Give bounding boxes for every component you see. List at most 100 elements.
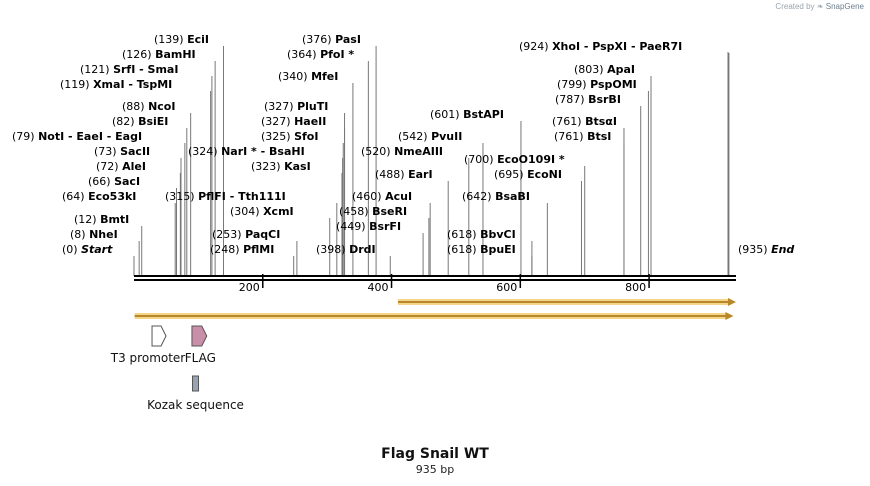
snapgene-logo-icon: ❧ (816, 2, 824, 11)
site-name: SacII (120, 145, 150, 158)
site-position: (488) (375, 168, 408, 181)
site-label-bamhi: (126) BamHI (122, 48, 196, 61)
site-label-sfoi: (325) SfoI (261, 130, 318, 143)
site-position: (126) (122, 48, 155, 61)
site-label-ncoi: (88) NcoI (122, 100, 175, 113)
site-label-xmai-tspmi: (119) XmaI - TspMI (60, 78, 172, 91)
feature-label-t3-promoter: T3 promoter (110, 351, 186, 365)
orf-arrowhead (725, 312, 734, 320)
site-position: (73) (94, 145, 120, 158)
site-name: BamHI (155, 48, 196, 61)
site-label-acui: (460) AcuI (352, 190, 412, 203)
feature-flag (191, 325, 208, 347)
site-name: Eco53kI (88, 190, 136, 203)
site-position: (325) (261, 130, 294, 143)
site-name: XcmI (263, 205, 294, 218)
site-name: MfeI (311, 70, 338, 83)
site-position: (324) (188, 145, 221, 158)
site-name: NotI - EaeI - EagI (38, 130, 142, 143)
map-title: Flag Snail WT (381, 446, 489, 462)
credit-prefix: Created by (775, 2, 815, 11)
site-position: (799) (557, 78, 590, 91)
site-label-bmti: (12) BmtI (74, 213, 129, 226)
site-position: (761) (554, 130, 587, 143)
site-label-bsrbi: (787) BsrBI (555, 93, 621, 106)
site-name: PvuII (431, 130, 462, 143)
site-label-noti-eaei-eagi: (79) NotI - EaeI - EagI (12, 130, 142, 143)
site-name: AleI (122, 160, 146, 173)
site-name: NcoI (148, 100, 175, 113)
site-label-kasi: (323) KasI (251, 160, 311, 173)
site-name: PflMI (243, 243, 274, 256)
site-position: (0) (62, 243, 81, 256)
site-label-nari-bsahi: (324) NarI * - BsaHI (188, 145, 305, 158)
site-position: (460) (352, 190, 385, 203)
feature-label-kozak-sequence: Kozak sequence (147, 398, 244, 412)
site-label-bbvci: (618) BbvCI (447, 228, 516, 241)
site-name: EciI (187, 33, 209, 46)
site-position: (248) (210, 243, 243, 256)
site-name: NarI * - BsaHI (221, 145, 305, 158)
site-name: BsrBI (588, 93, 621, 106)
site-name: SrfI - SmaI (113, 63, 178, 76)
snapgene-credit: Created by ❧ SnapGene (775, 2, 864, 11)
ruler-label-400: 400 (368, 281, 389, 294)
site-label-bsrfi: (449) BsrFI (336, 220, 401, 233)
site-name: NmeAIII (394, 145, 443, 158)
site-name: BpuEI (480, 243, 516, 256)
site-name: KasI (284, 160, 311, 173)
site-label-srfi-smai: (121) SrfI - SmaI (80, 63, 178, 76)
site-name: PflFI - Tth111I (198, 190, 286, 203)
site-label-bsabi: (642) BsaBI (462, 190, 530, 203)
site-position: (787) (555, 93, 588, 106)
site-position: (323) (251, 160, 284, 173)
site-position: (12) (74, 213, 100, 226)
site-position: (8) (70, 228, 89, 241)
site-name: BstAPI (463, 108, 504, 121)
site-label-bseri: (458) BseRI (339, 205, 407, 218)
site-name: DrdI (349, 243, 376, 256)
site-position: (79) (12, 130, 38, 143)
site-label-ecoo109i: (700) EcoO109I * (464, 153, 565, 166)
site-name: XmaI - TspMI (93, 78, 172, 91)
site-position: (398) (316, 243, 349, 256)
site-position: (935) (738, 243, 771, 256)
site-name: EcoO109I * (497, 153, 565, 166)
site-label-mfei: (340) MfeI (278, 70, 338, 83)
site-position: (72) (96, 160, 122, 173)
site-label-pfoi: (364) PfoI * (287, 48, 354, 61)
site-label-pflfi-tth111i: (315) PflFI - Tth111I (165, 190, 286, 203)
site-name: PasI (335, 33, 361, 46)
site-label-nhei: (8) NheI (70, 228, 118, 241)
site-label-pasi: (376) PasI (302, 33, 361, 46)
site-position: (88) (122, 100, 148, 113)
site-position: (139) (154, 33, 187, 46)
site-position: (304) (230, 205, 263, 218)
site-position: (618) (447, 228, 480, 241)
site-position: (327) (261, 115, 294, 128)
site-label-sacii: (73) SacII (94, 145, 150, 158)
site-position: (253) (212, 228, 245, 241)
site-position: (924) (519, 40, 552, 53)
site-position: (449) (336, 220, 369, 233)
site-label-bsiei: (82) BsiEI (112, 115, 168, 128)
site-label-paqci: (253) PaqCI (212, 228, 280, 241)
site-name: BsiEI (138, 115, 168, 128)
site-label-pvuii: (542) PvuII (398, 130, 462, 143)
site-label-bts-i: (761) BtsαI (552, 115, 617, 128)
site-name: Start (81, 243, 113, 256)
map-length: 935 bp (415, 463, 455, 476)
site-label-drdi: (398) DrdI (316, 243, 376, 256)
site-name: ApaI (607, 63, 635, 76)
site-label-btsi: (761) BtsI (554, 130, 611, 143)
site-label-bpuei: (618) BpuEI (447, 243, 516, 256)
site-position: (376) (302, 33, 335, 46)
site-name: PluTI (297, 100, 328, 113)
feature-label-flag: FLAG (185, 351, 216, 365)
ruler-label-600: 600 (496, 281, 517, 294)
site-label-pflmi: (248) PflMI (210, 243, 274, 256)
site-name: BseRI (372, 205, 407, 218)
site-label-apai: (803) ApaI (574, 63, 635, 76)
site-label-pspomi: (799) PspOMI (557, 78, 637, 91)
